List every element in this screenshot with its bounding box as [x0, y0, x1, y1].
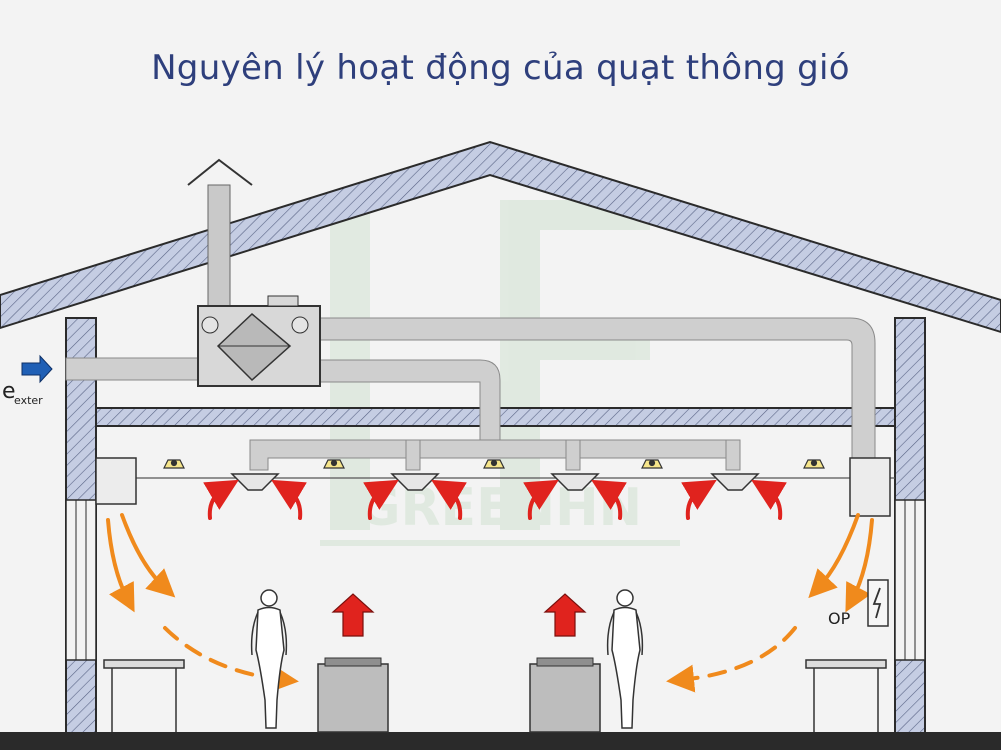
right-table	[805, 659, 887, 732]
watermark-text: GREENHN	[358, 478, 642, 538]
ceiling-light-icon	[163, 459, 825, 469]
right-wall	[894, 317, 926, 739]
op-label: OP	[828, 609, 851, 628]
left-wall	[65, 317, 97, 739]
return-air-arrows	[106, 513, 874, 693]
page-title: Nguyên lý hoạt động của quạt thông gió	[151, 48, 850, 88]
intake-arrow-icon	[21, 354, 53, 384]
floor	[0, 732, 1001, 750]
left-table	[103, 659, 185, 732]
heat-rise-arrows	[331, 593, 587, 637]
exterior-sub-label: exter	[14, 394, 43, 407]
roof	[0, 140, 1001, 334]
right-exhaust-grille	[849, 457, 891, 517]
exterior-label: e	[2, 379, 16, 404]
duct-network	[65, 317, 876, 471]
supply-air-arrows	[203, 479, 787, 520]
person-icon	[250, 589, 288, 729]
electric-panel-icon	[867, 579, 889, 627]
supply-diffusers	[230, 473, 760, 491]
ventilation-unit	[197, 295, 321, 387]
person-icon	[606, 589, 644, 729]
left-exhaust-grille	[95, 457, 137, 505]
heat-source-icon	[317, 657, 601, 733]
